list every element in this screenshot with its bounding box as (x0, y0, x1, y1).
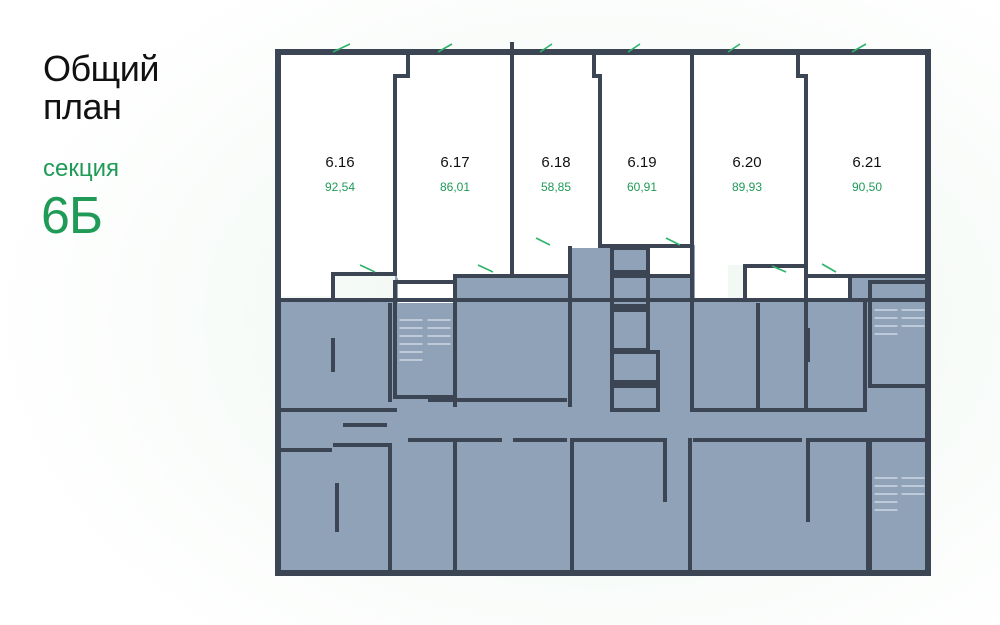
apartment-6-16[interactable]: 6.16 92,54 (281, 55, 408, 296)
title-line-1: Общий (43, 48, 159, 89)
section-label: секция (43, 155, 119, 182)
apartment-number: 6.19 (627, 154, 656, 171)
apartment-6-19[interactable]: 6.19 60,91 (596, 55, 690, 275)
apartment-number: 6.20 (732, 154, 761, 171)
walls (275, 42, 931, 576)
apartment-number: 6.17 (440, 154, 469, 171)
apartment-6-20[interactable]: 6.20 89,93 (695, 55, 806, 300)
section-value: 6Б (41, 187, 103, 245)
apartment-number: 6.18 (541, 154, 570, 171)
apartment-6-21[interactable]: 6.21 90,50 (800, 55, 928, 300)
apartment-area: 90,50 (852, 180, 882, 194)
apartment-area: 86,01 (440, 180, 470, 194)
apartment-6-17[interactable]: 6.17 86,01 (397, 55, 512, 303)
page-title: Общий план (43, 50, 159, 126)
title-line-2: план (43, 86, 122, 127)
apartment-area: 89,93 (732, 180, 762, 194)
apartment-area: 58,85 (541, 180, 571, 194)
window-markers (332, 43, 867, 273)
apartment-number: 6.21 (852, 154, 881, 171)
apartment-area: 60,91 (627, 180, 657, 194)
apartment-area: 92,54 (325, 180, 355, 194)
apartment-number: 6.16 (325, 154, 354, 171)
apartment-6-18[interactable]: 6.18 58,85 (513, 55, 600, 278)
unavailable-area (278, 245, 928, 572)
